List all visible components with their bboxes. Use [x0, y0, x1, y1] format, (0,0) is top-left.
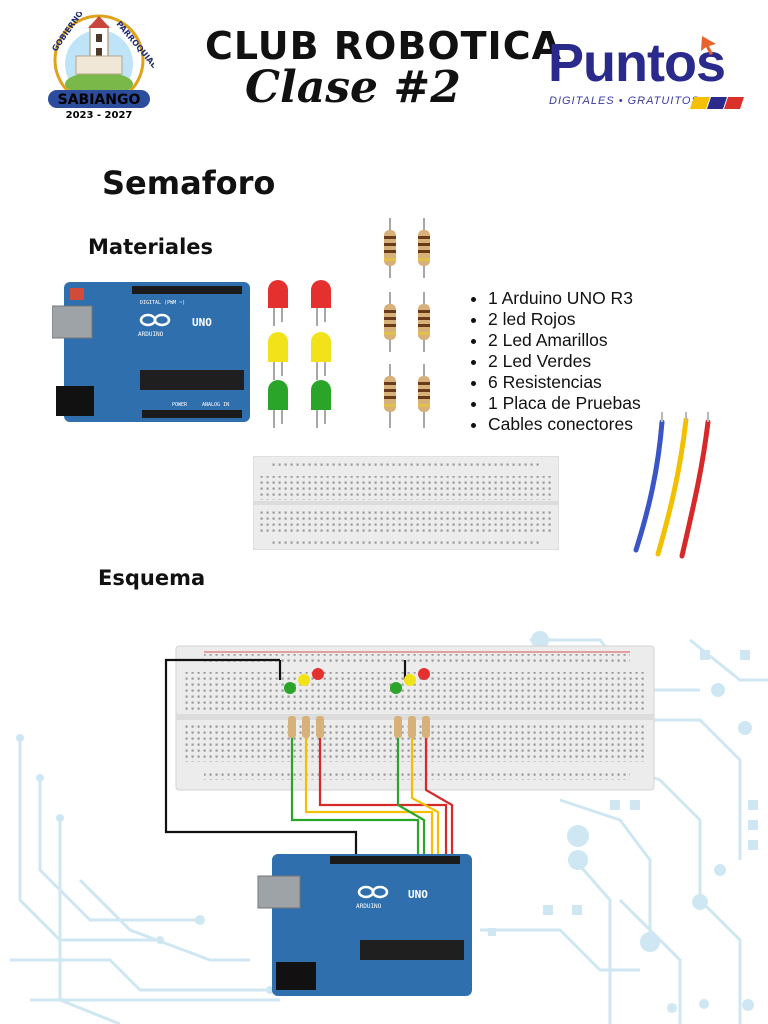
puntos-logo-tagline: DIGITALES • GRATUITOS: [549, 95, 700, 107]
circuit-schema: UNO ARDUINO: [164, 645, 655, 996]
puntos-logo-stripes: [690, 94, 744, 109]
wires-image: [633, 412, 711, 559]
puntos-logo-name: Puntos: [548, 33, 726, 93]
arduino-uno-image: UNO ARDUINO DIGITAL (PWM ~) ANALOG IN PO…: [52, 282, 250, 422]
materials-list: 1 Arduino UNO R3 2 led Rojos 2 Led Amari…: [466, 288, 641, 435]
leds-image: [268, 280, 331, 428]
materials-item: 1 Arduino UNO R3: [488, 288, 641, 309]
materials-item: 2 Led Amarillos: [488, 330, 641, 351]
arduino-power-label: POWER: [172, 402, 188, 408]
header-subtitle: Clase #2: [245, 62, 461, 113]
schema-arduino-brand-label: ARDUINO: [356, 903, 382, 910]
arduino-brand-label: ARDUINO: [138, 331, 164, 338]
materials-item: 2 led Rojos: [488, 309, 641, 330]
breadboard-image: [253, 456, 559, 550]
materials-item: Cables conectores: [488, 414, 641, 435]
materials-heading: Materiales: [88, 235, 214, 259]
logo-years: 2023 - 2027: [66, 110, 133, 121]
arduino-analog-label: ANALOG IN: [202, 402, 229, 408]
page-heading: Semaforo: [102, 164, 276, 202]
materials-item: 6 Resistencias: [488, 372, 641, 393]
sabiango-logo: GOBIERNO PARROQUIAL SABIANGO 2023 - 2027: [48, 12, 154, 121]
cursor-icon: [701, 36, 716, 55]
arduino-digital-label: DIGITAL (PWM ~): [140, 300, 185, 306]
header-title: CLUB ROBOTICA: [205, 24, 562, 68]
green-leds: [268, 380, 331, 410]
puntos-logo: Puntos DIGITALES • GRATUITOS: [548, 33, 748, 112]
arduino-model-label: UNO: [192, 316, 212, 329]
yellow-leds: [268, 332, 331, 362]
red-leds: [268, 280, 331, 308]
schema-arduino-model-label: UNO: [408, 888, 428, 901]
logo-name: SABIANGO: [58, 92, 141, 108]
materials-item: 2 Led Verdes: [488, 351, 641, 372]
materials-item: 1 Placa de Pruebas: [488, 393, 641, 414]
resistors-image: [384, 218, 430, 428]
schema-heading: Esquema: [98, 566, 206, 590]
